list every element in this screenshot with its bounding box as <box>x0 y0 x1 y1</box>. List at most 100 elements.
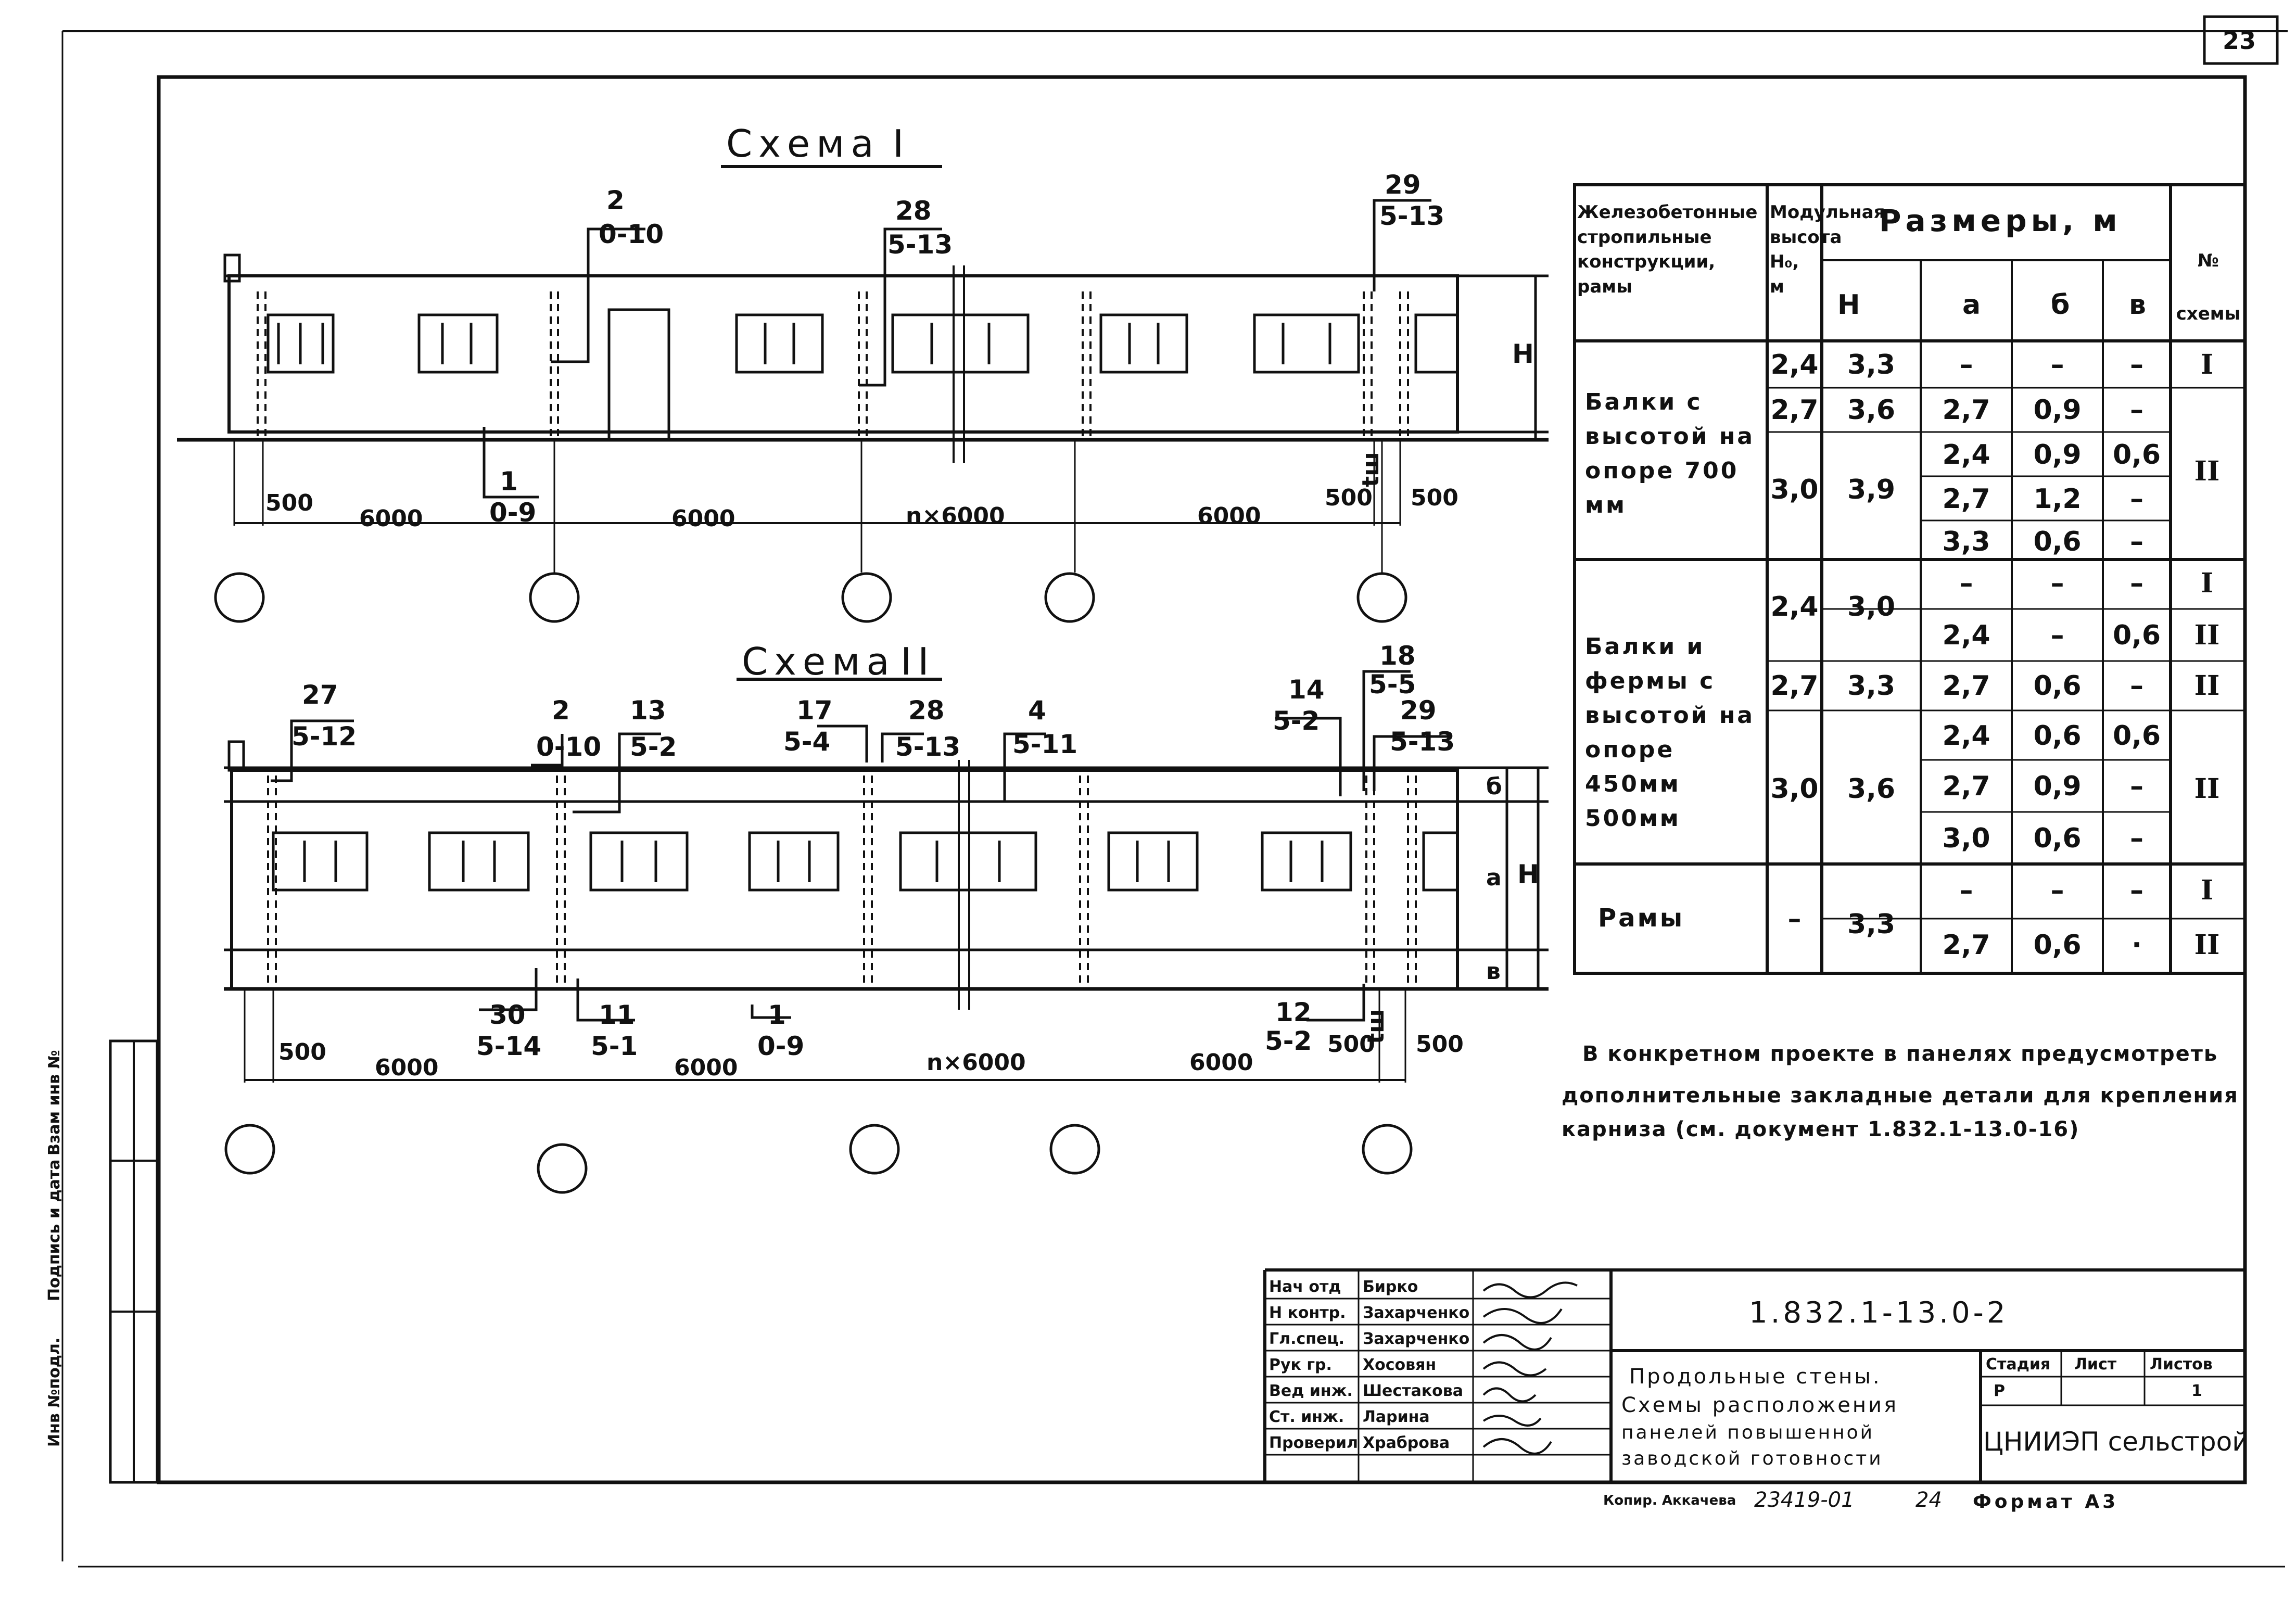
scheme1-mark-num: 2 <box>606 185 625 215</box>
stamp-role: Гл.спец. <box>1269 1330 1344 1348</box>
stamp-role: Проверил <box>1269 1434 1358 1452</box>
stamp-organization: ЦНИИЭП сельстрой <box>1983 1427 2249 1457</box>
scheme1-height-label: H <box>1512 339 1534 369</box>
table-cell-b: – <box>2050 620 2064 651</box>
scheme1-mark-num: 1 <box>500 466 518 497</box>
table-cell-a: 2,7 <box>1942 395 1990 426</box>
table-cell-h: 3,3 <box>1847 909 1896 940</box>
scheme2-dim: 6000 <box>1189 1049 1253 1076</box>
table-cell-a: 2,4 <box>1942 720 1990 752</box>
table-cell-a: 2,4 <box>1942 439 1990 471</box>
scheme2-mark-code: 5-13 <box>1390 727 1455 757</box>
table-cell-a: – <box>1959 349 1973 380</box>
table-header-a: а <box>1962 289 1981 321</box>
page-number: 23 <box>2223 27 2256 55</box>
table-cell-scheme: II <box>2194 929 2220 961</box>
table-cell-scheme: II <box>2194 670 2220 702</box>
scheme2-dim: 500 <box>278 1039 326 1065</box>
scheme1-title-num: I <box>893 122 910 166</box>
scheme2-title-word: Схема <box>742 640 896 683</box>
scheme1-dim: 500 <box>1325 485 1373 511</box>
table-cell-b: – <box>2050 349 2064 380</box>
side-strip-label: Подпись и дата <box>45 1159 64 1301</box>
scheme1-mark-code: 0-10 <box>599 219 664 249</box>
table-cell-b: 0,6 <box>2033 670 2082 702</box>
scheme2-dim: 500 <box>1416 1031 1464 1058</box>
scheme2-mark-code: 5-13 <box>895 732 961 762</box>
scheme2-side-label: в <box>1486 958 1501 985</box>
stamp-role: Н контр. <box>1269 1304 1346 1322</box>
table-cell-a: 3,0 <box>1942 823 1990 854</box>
table-cell-scheme: II <box>2194 455 2220 487</box>
table-cell-h: 3,0 <box>1847 591 1896 622</box>
scheme2-mark-code: 0-10 <box>536 732 602 762</box>
scheme1-mark-num: 28 <box>895 196 932 226</box>
table-header-h: H <box>1837 289 1860 321</box>
scheme2-side-label: а <box>1486 865 1502 891</box>
table-cell-b: – <box>2050 568 2064 599</box>
scheme2-mark-code: 5-2 <box>1273 706 1320 736</box>
side-strip-label: Инв №подл. <box>45 1337 64 1447</box>
table-header-type: Железобетонные стропильные конструкции, … <box>1577 202 1758 297</box>
scheme2-dim: 6000 <box>375 1054 439 1081</box>
scheme2-mark-num: 27 <box>302 680 338 710</box>
table-cell-b: 0,9 <box>2033 771 2082 802</box>
footer-num: 24 <box>1916 1488 1942 1512</box>
scheme2-mark-num: 18 <box>1379 641 1416 671</box>
scheme2-mark-code: 0-9 <box>757 1031 805 1061</box>
stamp-sheets: 1 <box>2191 1382 2202 1400</box>
scheme2-mark-code: 5-12 <box>291 721 357 752</box>
stamp-name: Ларина <box>1363 1408 1430 1426</box>
stamp-name: Шестакова <box>1363 1382 1464 1400</box>
scheme2-mark-num: 30 <box>489 1000 526 1030</box>
table-cell-v: – <box>2130 395 2143 426</box>
table-cell-scheme: I <box>2200 349 2214 380</box>
scheme2-mark-num: 4 <box>1028 695 1046 726</box>
table-cell-v: – <box>2130 875 2143 906</box>
footer-format: Формат А3 <box>1973 1491 2119 1513</box>
table-cell-scheme: II <box>2194 773 2220 805</box>
scheme1-mark-code: 5-13 <box>887 230 953 260</box>
table-cell-b: 0,9 <box>2033 439 2082 471</box>
scheme2-mark-code: 5-11 <box>1012 729 1078 759</box>
scheme2-mark-code: 5-4 <box>783 727 831 757</box>
scheme1-dim: 500 <box>1411 485 1458 511</box>
table-cell-b: 1,2 <box>2033 484 2082 515</box>
table-cell-h0: 2,4 <box>1770 591 1819 622</box>
table-cell-b: 0,6 <box>2033 526 2082 557</box>
table-header-modular-height: Модульная высота H₀, м <box>1770 202 1885 297</box>
table-group-beams-trusses: Балки и фермы с высотой на опоре 450мм 5… <box>1585 633 1755 832</box>
table-cell-h0: 2,7 <box>1770 670 1819 702</box>
scheme2-mark-code: 5-2 <box>630 732 677 762</box>
table-cell-b: 0,6 <box>2033 720 2082 752</box>
table-cell-b: 0,6 <box>2033 823 2082 854</box>
stamp-name: Захарченко <box>1363 1304 1470 1322</box>
stamp-name: Бирко <box>1363 1278 1418 1296</box>
table-cell-a: 2,7 <box>1942 930 1990 961</box>
scheme2-side-label: H <box>1517 859 1539 889</box>
scheme2-mark-num: 17 <box>796 695 833 726</box>
stamp-stage: Р <box>1994 1382 2005 1400</box>
scheme2-mark-num: 13 <box>630 695 666 726</box>
table-header-scheme: № схемы <box>2176 250 2241 324</box>
scheme2-dim: n×6000 <box>927 1049 1026 1076</box>
signatures <box>1482 1281 1578 1455</box>
stamp-role: Нач отд <box>1269 1278 1341 1296</box>
table-cell-scheme: I <box>2200 567 2214 599</box>
table-cell-v: · <box>2132 930 2142 961</box>
footer-order: 23419-01 <box>1754 1488 1855 1512</box>
table-cell-v: – <box>2130 568 2143 599</box>
note-line: дополнительные закладные детали для креп… <box>1562 1084 2239 1108</box>
table-cell-h: 3,3 <box>1847 349 1896 380</box>
scheme1-mark-code: 0-9 <box>489 498 537 528</box>
scheme2-dim: 6000 <box>674 1054 738 1081</box>
scheme2-dim: 500 <box>1327 1031 1375 1058</box>
table-cell-a: 2,4 <box>1942 620 1990 651</box>
stamp-sheets-header: Листов <box>2150 1355 2213 1374</box>
table-cell-b: – <box>2050 875 2064 906</box>
scheme1-dim: n×6000 <box>906 503 1005 529</box>
scheme1-dim: 6000 <box>1197 503 1261 529</box>
scheme2-mark-code: 5-14 <box>476 1031 542 1061</box>
table-cell-v: – <box>2130 823 2143 854</box>
